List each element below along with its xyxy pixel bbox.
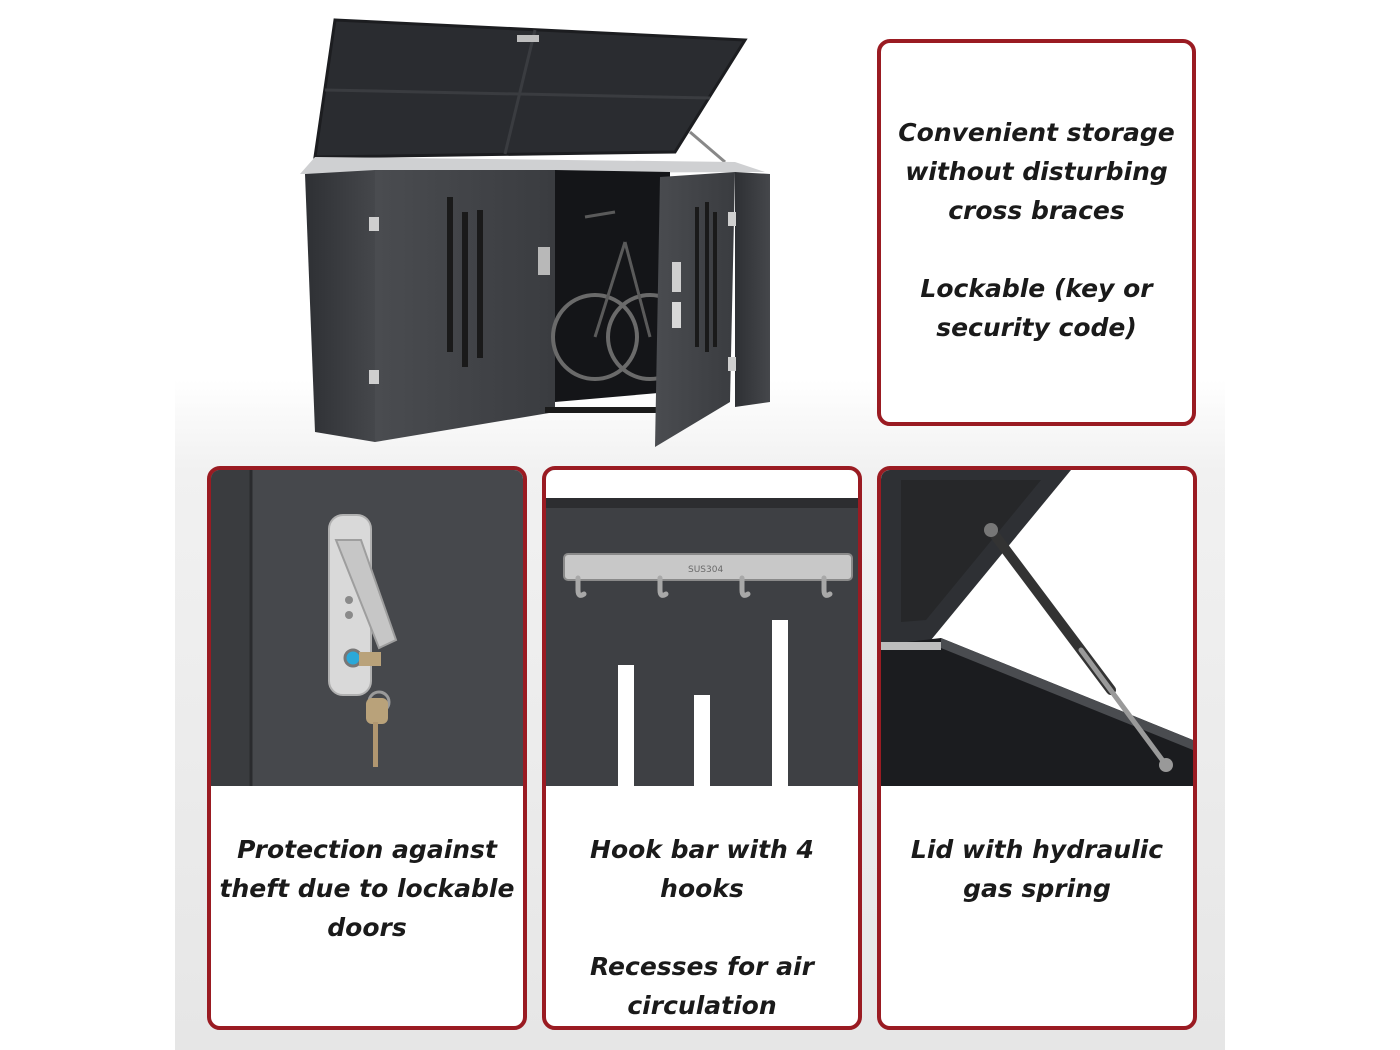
text-line: theft due to lockable	[219, 874, 515, 903]
text-line: Protection against	[237, 835, 497, 864]
feature-card-storage: Convenient storage without disturbing cr…	[877, 39, 1196, 426]
gas-spring-text: Lid with hydraulic gas spring	[881, 830, 1193, 908]
text-line: Convenient storage	[898, 118, 1175, 147]
text-line: cross braces	[948, 196, 1125, 225]
feature-card-hooks: SUS304 Hook bar with 4 hooks Recesses fo…	[542, 466, 862, 1030]
hook-bar-icon: SUS304	[546, 470, 858, 786]
gas-spring-icon	[881, 470, 1193, 786]
feature-card-lock: Protection against theft due to lockable…	[207, 466, 527, 1030]
text-line: without disturbing	[905, 157, 1168, 186]
bike-storage-box-image	[300, 18, 770, 447]
text-line: Lid with hydraulic	[910, 835, 1164, 864]
hooks-text: Hook bar with 4 hooks Recesses for air c…	[546, 830, 858, 1025]
text-line: Hook bar with 4 hooks	[590, 835, 814, 903]
text-line: security code)	[936, 313, 1137, 342]
lock-text: Protection against theft due to lockable…	[211, 830, 523, 947]
storage-text: Convenient storage without disturbing cr…	[881, 113, 1192, 347]
text-line: gas spring	[963, 874, 1111, 903]
hook-bar-label: SUS304	[688, 565, 723, 575]
door-lock-icon	[211, 470, 523, 786]
text-line: doors	[327, 913, 407, 942]
text-line: Lockable (key or	[920, 274, 1153, 303]
feature-card-gas-spring: Lid with hydraulic gas spring	[877, 466, 1197, 1030]
text-line: Recesses for air	[590, 952, 814, 981]
text-line: circulation	[627, 991, 777, 1020]
